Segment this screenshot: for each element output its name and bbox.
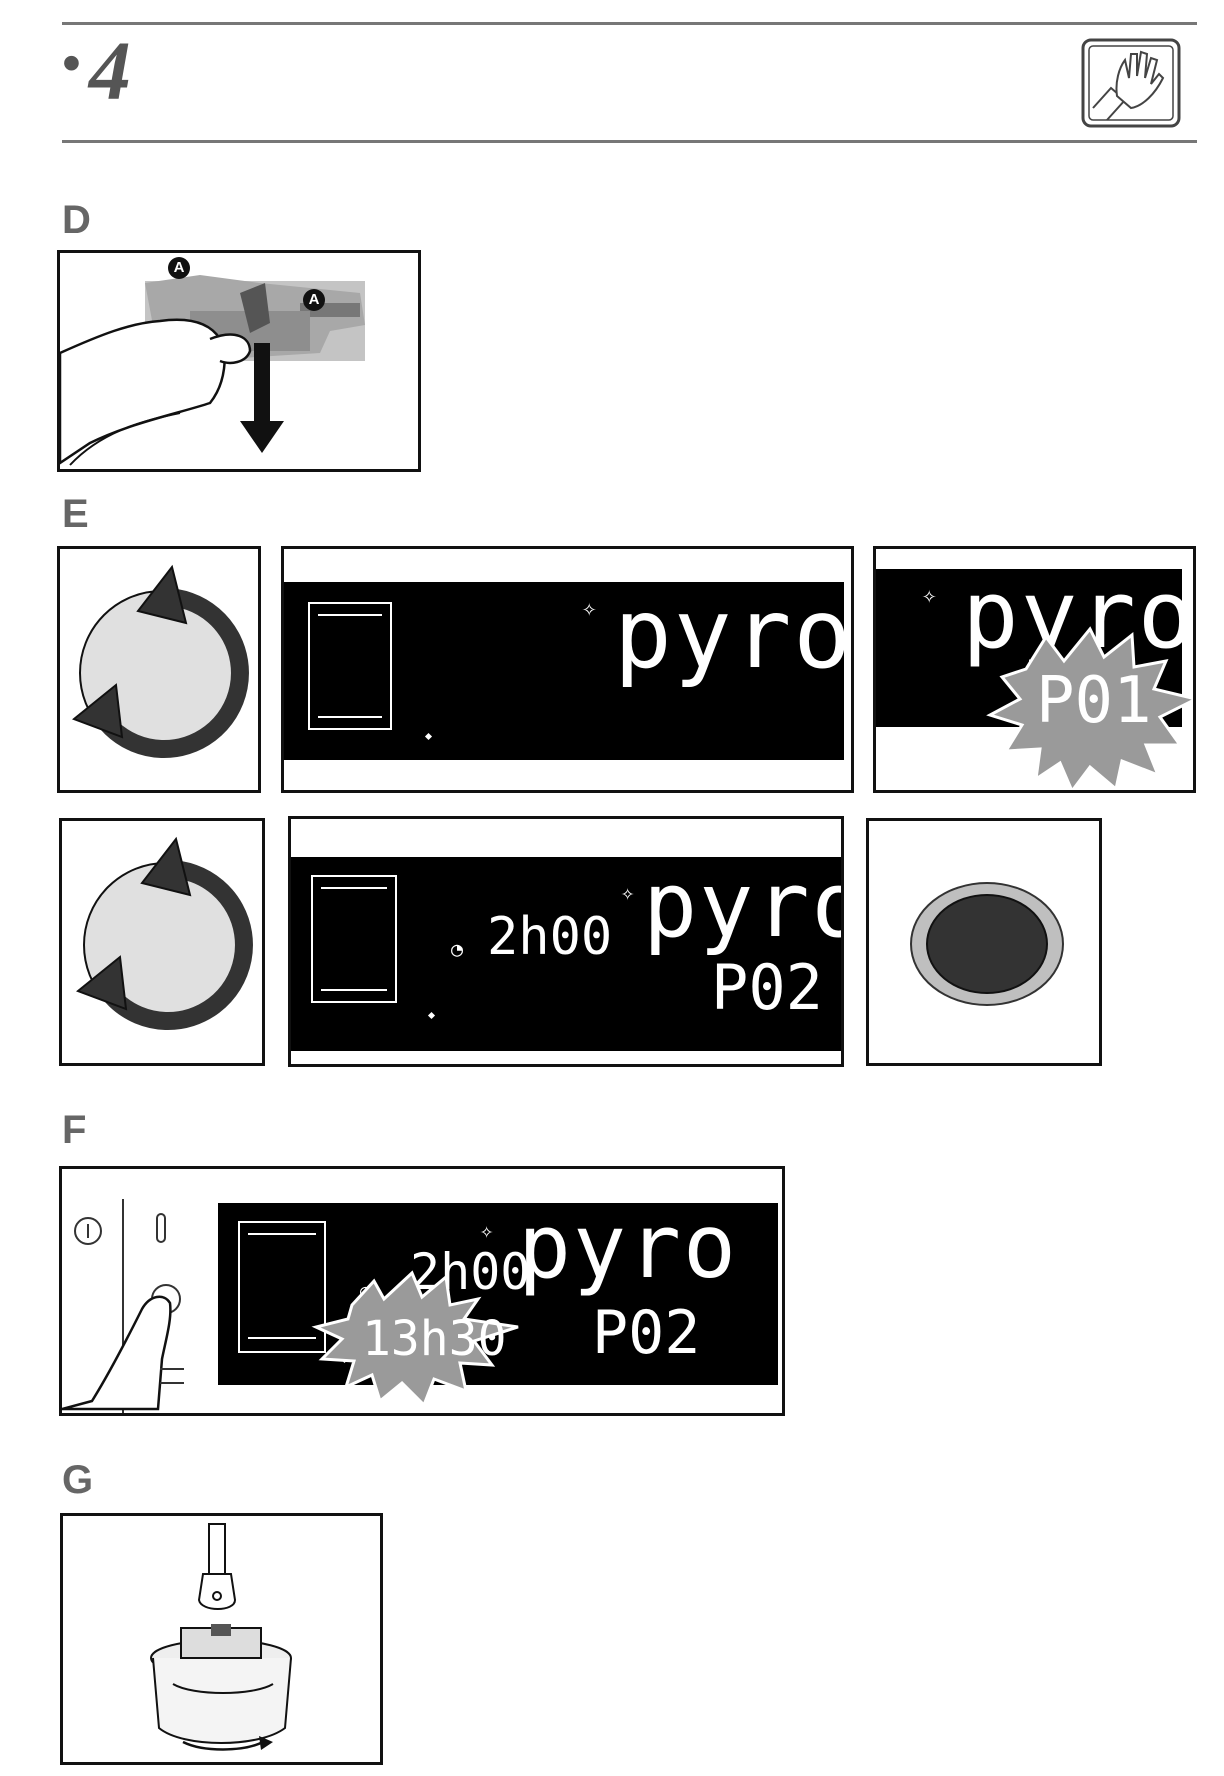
callout-a-left: A [168,257,190,279]
start-button[interactable] [910,882,1064,1006]
cleaning-hand-icon [1081,38,1181,128]
sparkle-icon: ✧ [582,594,597,622]
callout-a-right: A [303,289,325,311]
figure-f-end-time: ◔ 2h00 ✧ pyro P02 ◔ 13h30 [59,1166,785,1416]
chapter-number: 4 [88,25,131,118]
header-bottom-rule [62,140,1197,143]
clock-icon: ◔ [451,937,464,961]
figure-g-probe [60,1513,383,1765]
thermometer-icon [156,1213,166,1243]
section-label-f: F [62,1108,87,1152]
figure-e-dial-2 [59,818,265,1066]
oven-cavity-icon [311,875,397,1003]
figure-e-display-3: ◔ 2h00 ✧ pyro P02 [288,816,844,1067]
chapter-heading: •4 [62,25,131,118]
mode-display: pyro [643,853,841,958]
figure-e-display-2: ✧ pyro P01 [873,546,1196,793]
meat-probe-icon [150,1523,292,1751]
indicator-dot [427,1011,436,1020]
mode-display: pyro [614,578,854,690]
blinking-burst [311,1270,519,1408]
rotate-dial-icon [72,564,249,758]
program-display: P01 [1036,664,1152,738]
oven-cavity-icon [308,602,392,730]
section-label-g: G [62,1458,94,1502]
section-label-d: D [62,198,91,242]
top-rule [62,22,1197,25]
figure-e-start-button [866,818,1102,1066]
end-time-display: 13h30 [362,1311,507,1367]
figure-e-display-1: ✧ pyro [281,546,854,793]
power-icon [74,1217,102,1245]
pressing-finger [62,1284,184,1411]
rotate-dial-icon [76,836,253,1030]
lcd-screen: ◔ 2h00 ✧ pyro P02 ◔ [218,1203,778,1385]
program-display: P02 [711,951,823,1024]
figure-e-dial-1 [57,546,261,793]
lcd-screen: ✧ pyro [284,582,851,760]
duration-display: 2h00 [487,907,613,967]
divider-line [122,1199,124,1413]
oven-cavity-icon [238,1221,326,1353]
section-label-e: E [62,492,89,536]
lcd-screen: ◔ 2h00 ✧ pyro P02 [291,853,841,1051]
program-display: P02 [592,1298,701,1368]
sparkle-icon: ✧ [922,581,937,609]
sparkle-icon: ✧ [480,1219,494,1244]
sparkle-icon: ✧ [621,881,635,906]
mode-display: pyro [518,1195,738,1298]
indicator-dot [424,732,433,741]
blinking-burst [986,626,1193,790]
figure-d-grill-removal: A A [57,250,421,472]
